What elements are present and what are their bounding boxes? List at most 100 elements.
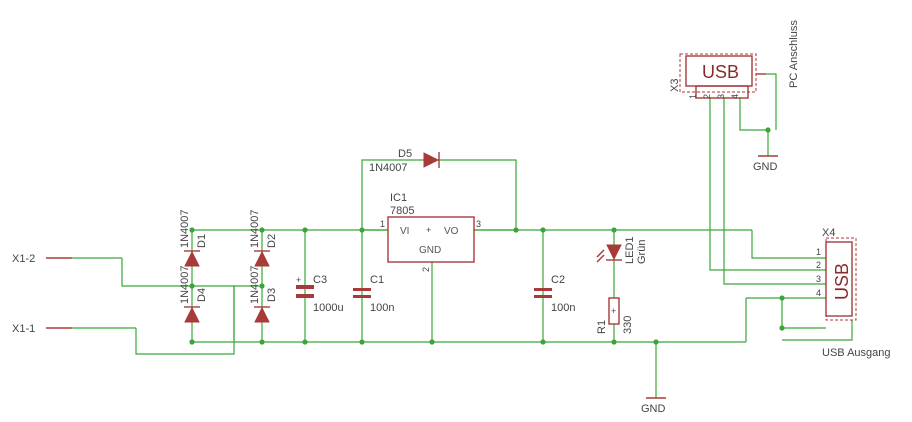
wire-x1-2-route: [121, 258, 235, 340]
junction: [189, 227, 195, 233]
led1-ray-1: [596, 249, 605, 258]
gnd-top-label: GND: [753, 161, 778, 173]
diode-d3-value: 1N4007: [249, 265, 261, 304]
junction: [259, 227, 265, 233]
resistor-r1: + R1 330: [596, 297, 634, 334]
ic1-pin-gnd: GND: [419, 245, 441, 256]
junction: [540, 227, 546, 233]
x4-name: X4: [822, 227, 835, 239]
x1-1-label: X1-1: [12, 323, 35, 335]
x4-label: USB: [832, 263, 852, 300]
ic1-body: [387, 216, 475, 263]
usb-connector-x4: USB X4 1 2 3 4 USB Ausgang: [816, 227, 891, 359]
usb-connector-x3: USB X3 1 2 3 4 PC Anschluss: [669, 20, 800, 99]
wire-data-minus: [709, 98, 826, 271]
junction: [259, 283, 265, 289]
capacitor-c3-plate-minus: [296, 294, 314, 298]
diode-d3-name: D3: [266, 288, 278, 302]
x3-pin-4: 4: [730, 94, 740, 99]
capacitor-c1-value: 100n: [370, 302, 394, 314]
junction: [611, 339, 617, 345]
capacitor-c2-plate-top: [534, 288, 552, 291]
wire-x3-shield: [766, 73, 777, 130]
ic1-pin-vi: VI: [400, 226, 409, 237]
capacitor-c3: + C3 1000u: [296, 274, 344, 314]
diode-d2: 1N4007 D2: [249, 209, 278, 267]
junction: [765, 127, 771, 133]
resistor-r1-name: R1: [596, 320, 608, 334]
input-connector: X1-2 X1-1: [12, 253, 72, 335]
junctions: [189, 127, 785, 345]
junction: [259, 339, 265, 345]
diode-d3: 1N4007 D3: [249, 265, 278, 323]
capacitor-c1-plate-bottom: [353, 295, 371, 298]
diode-d1-value: 1N4007: [179, 209, 191, 248]
ic1-pin1-number: 1: [380, 219, 385, 229]
wire-x3-gnd: [739, 98, 768, 131]
capacitor-c2-plate-bottom: [534, 295, 552, 298]
diode-d1-name: D1: [196, 234, 208, 248]
led1-value: Grün: [636, 240, 648, 264]
x3-pin-3: 3: [716, 94, 726, 99]
led1-ray-2: [596, 254, 605, 263]
ic1-value: 7805: [390, 205, 414, 217]
diode-d4-symbol: [184, 306, 200, 323]
capacitor-c3-plus-mark: +: [296, 275, 301, 285]
diode-d3-symbol: [254, 306, 270, 323]
junction: [611, 227, 617, 233]
x3-outline: [679, 53, 757, 93]
ic1-pin2-number: 2: [421, 267, 431, 272]
diode-d4: 1N4007 D4: [179, 265, 208, 323]
x3-pin-1: 1: [688, 94, 698, 99]
junction: [302, 339, 308, 345]
diode-d1-symbol: [184, 250, 200, 267]
gnd-bottom-label: GND: [641, 403, 666, 415]
junction: [302, 227, 308, 233]
capacitor-c3-value: 1000u: [313, 302, 344, 314]
resistor-r1-value: 330: [622, 316, 634, 334]
wire-x4-pin1: [751, 230, 826, 259]
diode-d1: 1N4007 D1: [179, 209, 208, 267]
diode-d5-name: D5: [398, 148, 412, 160]
junction: [779, 325, 785, 331]
junction: [189, 339, 195, 345]
junction: [359, 339, 365, 345]
junction: [540, 339, 546, 345]
x4-pin-3: 3: [816, 274, 821, 284]
gnd-symbol-bottom: GND: [641, 397, 666, 415]
junction: [189, 283, 195, 289]
diode-d5-symbol: [423, 152, 440, 168]
resistor-r1-mark: +: [611, 306, 616, 316]
capacitor-c1: C1 100n: [353, 274, 394, 314]
gnd-symbol-top: GND: [753, 155, 778, 173]
x3-note: PC Anschluss: [788, 20, 800, 88]
junction: [779, 295, 785, 301]
diode-d4-value: 1N4007: [179, 265, 191, 304]
x3-pin-2: 2: [702, 94, 712, 99]
capacitor-c1-plate-top: [353, 288, 371, 291]
wire-x1-1-route: [135, 285, 262, 355]
wire-data-plus: [723, 98, 826, 285]
junction: [429, 339, 435, 345]
ic1-center-mark: +: [426, 225, 431, 235]
led1-name: LED1: [624, 236, 636, 264]
diode-d5-value: 1N4007: [369, 162, 408, 174]
capacitor-c1-name: C1: [370, 274, 384, 286]
diode-d2-name: D2: [266, 234, 278, 248]
capacitor-c3-plate-plus: [296, 285, 314, 289]
x4-pin-4: 4: [816, 288, 821, 298]
wire-x4-shield: [781, 298, 826, 329]
x3-name: X3: [669, 79, 681, 92]
capacitor-c3-name: C3: [313, 274, 327, 286]
led1: LED1 Grün: [596, 236, 648, 264]
x4-body: [825, 241, 853, 317]
x4-note: USB Ausgang: [822, 347, 891, 359]
resistor-r1-body: [608, 297, 620, 325]
x3-pin-block: [695, 85, 749, 99]
x1-2-label: X1-2: [12, 253, 35, 265]
led1-symbol: [606, 244, 622, 261]
wire-x4-shield2: [782, 320, 853, 341]
junction: [653, 339, 659, 345]
diode-d2-symbol: [254, 250, 270, 267]
